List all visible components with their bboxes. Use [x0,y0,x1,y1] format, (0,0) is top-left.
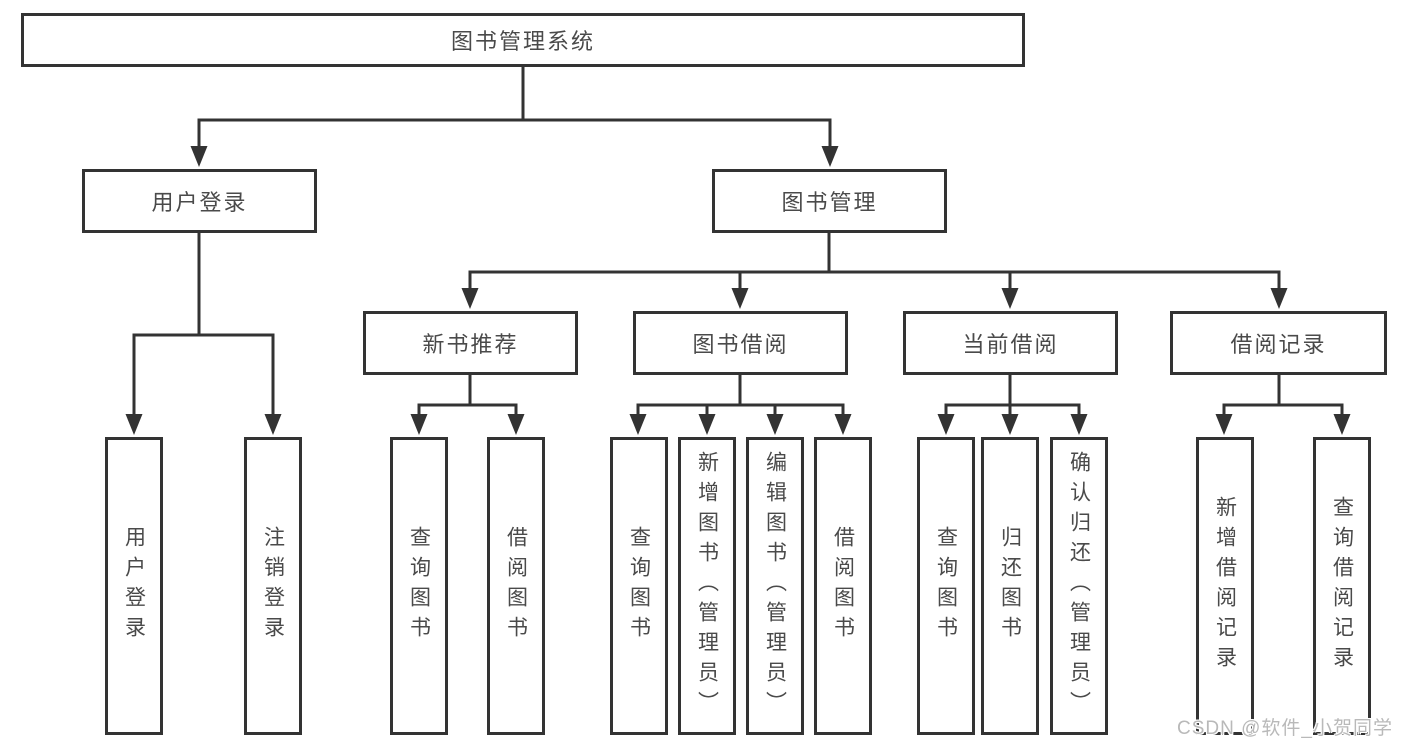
leaf-query-borrow-record: 查询借阅记录 [1313,437,1371,735]
csdn-watermark: CSDN @软件_小贺同学 [1177,718,1393,739]
leaf-query-books-borrow: 查询图书 [610,437,668,735]
node-current-borrow: 当前借阅 [903,311,1118,375]
node-new-book-recommend: 新书推荐 [363,311,578,375]
leaf-query-books-recommend: 查询图书 [390,437,448,735]
leaf-user-login: 用户登录 [105,437,163,735]
leaf-edit-books-admin: 编辑图书（管理员） [746,437,804,735]
node-user-login: 用户登录 [82,169,317,233]
leaf-add-books-admin: 新增图书（管理员） [678,437,736,735]
node-book-borrow: 图书借阅 [633,311,848,375]
node-root-system: 图书管理系统 [21,13,1025,67]
leaf-return-books: 归还图书 [981,437,1039,735]
leaf-confirm-return-admin: 确认归还（管理员） [1050,437,1108,735]
node-borrow-records: 借阅记录 [1170,311,1387,375]
leaf-query-books-current: 查询图书 [917,437,975,735]
leaf-logout: 注销登录 [244,437,302,735]
node-book-management: 图书管理 [712,169,947,233]
leaf-add-borrow-record: 新增借阅记录 [1196,437,1254,735]
leaf-borrow-books: 借阅图书 [814,437,872,735]
leaf-borrow-books-recommend: 借阅图书 [487,437,545,735]
